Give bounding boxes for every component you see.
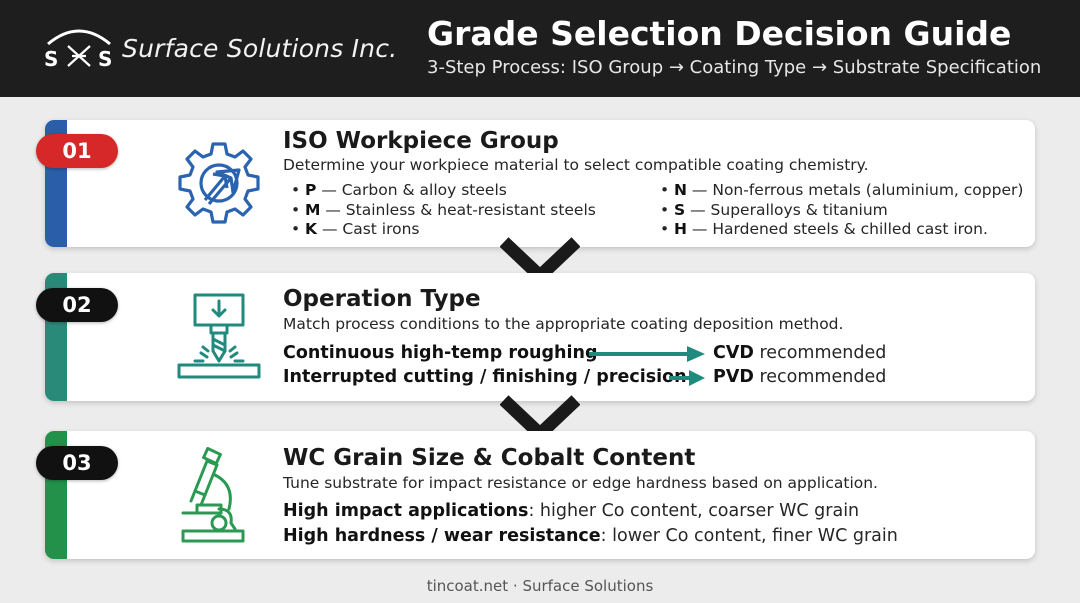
step-title: WC Grain Size & Cobalt Content	[283, 445, 696, 471]
step-card-wc-grain: WC Grain Size & Cobalt Content Tune subs…	[45, 431, 1035, 559]
substrate-rule: High impact applications: higher Co cont…	[283, 501, 860, 521]
brand-name: Surface Solutions Inc.	[122, 34, 398, 63]
gear-with-arrow-icon	[178, 142, 260, 224]
iso-group-list-left: •P — Carbon & alloy steels •M — Stainles…	[291, 181, 596, 240]
substrate-rule: High hardness / wear resistance: lower C…	[283, 526, 898, 546]
iso-group-item: •N — Non-ferrous metals (aluminium, copp…	[660, 181, 1024, 199]
step-card-operation-type: Operation Type Match process conditions …	[45, 273, 1035, 401]
step-card-iso-group: ISO Workpiece Group Determine your workp…	[45, 120, 1035, 247]
brand-logo: S S Surface Solutions Inc.	[42, 22, 422, 78]
iso-group-item: •K — Cast irons	[291, 220, 420, 238]
step-description: Match process conditions to the appropri…	[283, 315, 844, 333]
iso-group-item: •H — Hardened steels & chilled cast iron…	[660, 220, 988, 238]
microscope-icon	[181, 447, 245, 543]
iso-group-list-right: •N — Non-ferrous metals (aluminium, copp…	[660, 181, 1023, 240]
footer-credit: tincoat.net · Surface Solutions	[426, 577, 654, 595]
step-description: Tune substrate for impact resistance or …	[283, 474, 878, 492]
operation-recommendation: CVD recommended	[713, 343, 887, 363]
iso-group-item: •S — Superalloys & titanium	[660, 200, 888, 219]
step-number-badge: 02	[36, 288, 118, 322]
operation-condition: Continuous high-temp roughing	[283, 343, 598, 363]
logo-mark-icon: S S	[44, 29, 112, 71]
operation-condition: Interrupted cutting / finishing / precis…	[283, 367, 687, 387]
page-subtitle: 3-Step Process: ISO Group → Coating Type…	[427, 57, 1042, 78]
page-title: Grade Selection Decision Guide	[427, 14, 1012, 53]
arrow-right-icon	[669, 370, 705, 386]
logo-letter-right: S	[98, 47, 112, 71]
operation-recommendation: PVD recommended	[713, 367, 887, 387]
iso-group-item: •M — Stainless & heat-resistant steels	[291, 200, 596, 219]
operation-row: Continuous high-temp roughing CVD recomm…	[283, 341, 983, 365]
step-number-badge: 03	[36, 446, 118, 480]
iso-group-item: •P — Carbon & alloy steels	[291, 181, 507, 199]
header-bar: S S Surface Solutions Inc. Grade Selecti…	[0, 0, 1080, 97]
step-title: Operation Type	[283, 286, 481, 312]
step-description: Determine your workpiece material to sel…	[283, 156, 869, 174]
cutting-tool-icon	[177, 293, 261, 379]
step-title: ISO Workpiece Group	[283, 128, 559, 154]
arrow-right-icon	[589, 346, 705, 362]
logo-letter-left: S	[44, 47, 58, 71]
step-number-badge: 01	[36, 134, 118, 168]
operation-row: Interrupted cutting / finishing / precis…	[283, 365, 983, 389]
